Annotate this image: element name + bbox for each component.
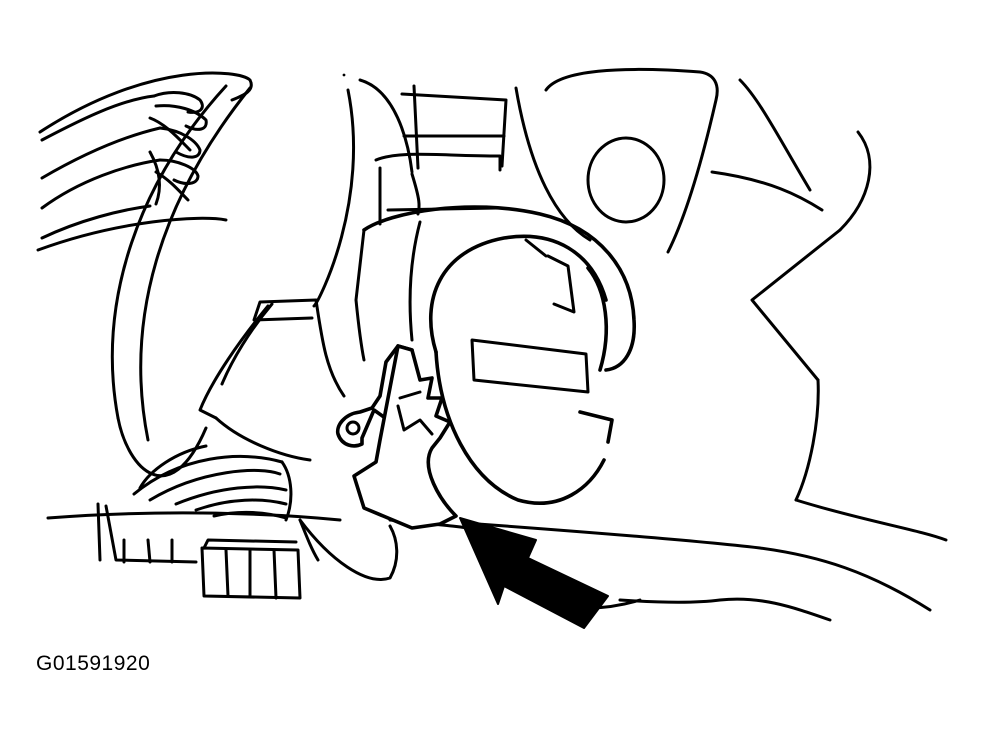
- right-panel: [544, 67, 948, 542]
- steering-column-ring: [354, 205, 636, 505]
- stray-dot: [342, 73, 346, 77]
- clip-part: [335, 344, 458, 530]
- arrow-icon: [459, 517, 609, 629]
- wire-bundle-top: [40, 91, 208, 240]
- wire-harness-lower: [96, 444, 293, 564]
- figure-id-label: G01591920: [36, 652, 151, 675]
- column-housing: [312, 78, 592, 308]
- lower-bracket: [198, 298, 346, 462]
- connector-block: [200, 538, 302, 600]
